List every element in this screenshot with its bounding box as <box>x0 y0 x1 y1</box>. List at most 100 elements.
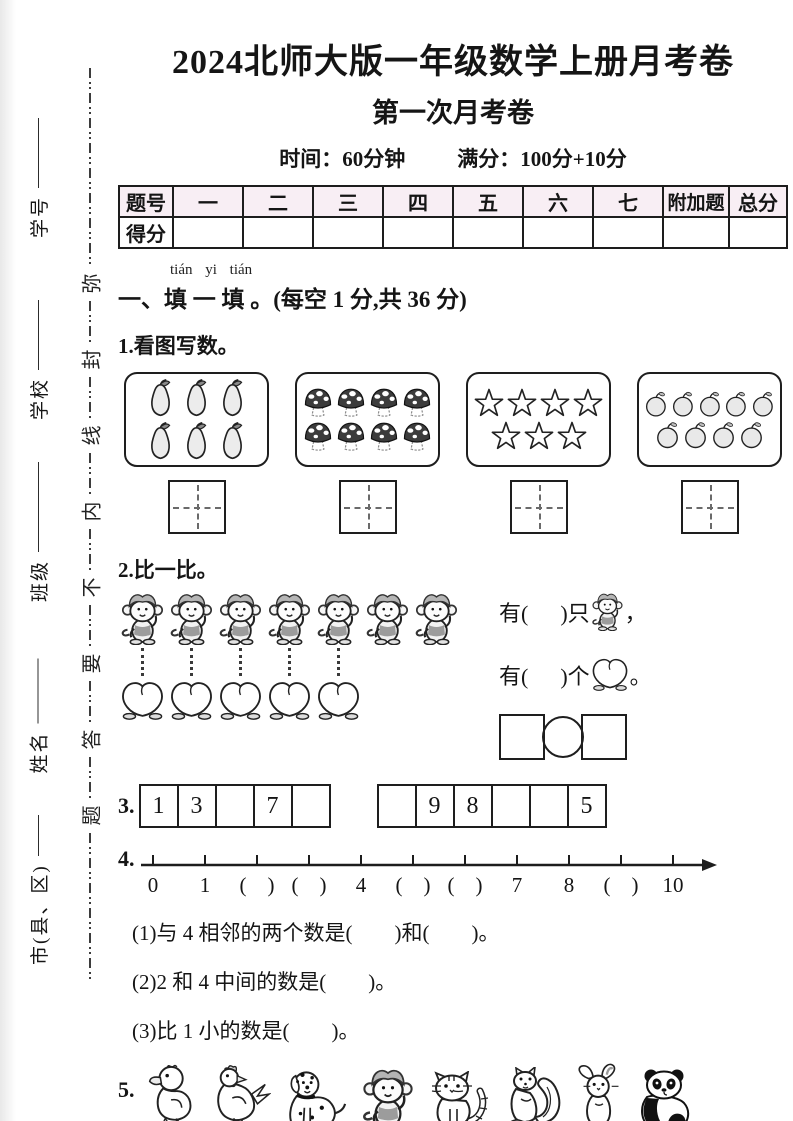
number-cell: 5 <box>566 784 607 828</box>
sidebar-field-label: 班级 <box>29 559 51 602</box>
writing-grid <box>167 480 226 534</box>
tick-label: ( ) <box>603 873 638 897</box>
fruit-row <box>302 387 433 418</box>
q1-column-mushroom <box>295 372 440 534</box>
cat-icon <box>426 1071 492 1121</box>
pear-box <box>124 372 269 467</box>
seal-char: 答 <box>81 729 104 750</box>
score-blank-cell <box>662 216 730 249</box>
q1-label: 1.看图写数。 <box>118 334 239 358</box>
pear-icon <box>144 378 177 418</box>
score-row-label: 得分 <box>118 216 174 249</box>
q2-block: 有()只 ， 有()个 。 <box>118 592 788 760</box>
answer-square-left <box>499 714 545 760</box>
q4-sub-2: (2)2 和 4 中间的数是( )。 <box>132 970 397 994</box>
monkey-icon <box>218 592 263 645</box>
match-cell <box>216 645 265 680</box>
seal-dash <box>88 301 92 342</box>
star-box <box>466 372 611 467</box>
time-label: 时间：60分钟 <box>279 147 406 171</box>
tick-label: 7 <box>511 873 522 897</box>
seal-dash <box>88 833 92 983</box>
monkey-icon <box>267 592 312 645</box>
number-cell: 1 <box>138 784 179 828</box>
sidebar-field-1: 学校 <box>25 300 51 420</box>
star-icon <box>474 388 504 418</box>
seal-dash <box>88 681 92 722</box>
score-header-cell: 五 <box>452 185 524 218</box>
peach-cell <box>314 680 363 721</box>
fruit-row <box>131 421 262 461</box>
match-dots <box>239 648 242 676</box>
orange-icon <box>655 421 680 449</box>
mushroom-icon <box>369 421 399 452</box>
tick-label: 1 <box>199 873 210 897</box>
seal-dash <box>88 757 92 798</box>
q5-label: 5. <box>118 1077 135 1102</box>
seal-dash <box>88 453 92 494</box>
orange-icon <box>671 390 695 418</box>
tick-label: ( ) <box>395 873 430 897</box>
monkey-icon <box>316 592 361 645</box>
score-header-cell: 六 <box>522 185 594 218</box>
mushroom-icon <box>336 421 366 452</box>
dog-icon <box>282 1069 350 1121</box>
q4-label: 4. <box>118 846 135 871</box>
q1-column-star <box>466 372 611 534</box>
peach-cell <box>118 680 167 721</box>
q2-line1-pre: 有( <box>499 600 529 626</box>
monkey-row <box>118 592 483 645</box>
match-dots <box>337 648 340 676</box>
star-icon <box>557 421 587 451</box>
score-blank-cell <box>382 216 454 249</box>
writing-grid <box>338 480 397 534</box>
seal-char: 线 <box>81 425 104 446</box>
q4-sub-3: (3)比 1 小的数是( )。 <box>132 1019 360 1043</box>
rabbit-icon <box>576 1063 626 1121</box>
peach-icon <box>169 680 214 721</box>
chicken-icon <box>211 1065 271 1121</box>
seal-dash <box>88 605 92 646</box>
seal-dash <box>88 68 92 266</box>
number-cell <box>490 784 531 828</box>
mushroom-icon <box>369 387 399 418</box>
mushroom-icon <box>336 387 366 418</box>
q2-compare-shapes <box>499 714 788 760</box>
writing-grid <box>509 480 568 534</box>
pear-icon <box>216 421 249 461</box>
seal-dash <box>88 377 92 418</box>
peach-icon <box>267 680 312 721</box>
star-icon <box>524 421 554 451</box>
score-header-cell: 题号 <box>118 185 174 218</box>
sidebar-field-4: 市(县、区) <box>25 815 51 965</box>
panda-icon <box>637 1069 695 1121</box>
mushroom-icon <box>303 387 333 418</box>
score-blank-cell <box>592 216 664 249</box>
monkey-icon <box>361 1067 415 1121</box>
star-icon <box>507 388 537 418</box>
seal-char: 题 <box>81 805 104 826</box>
tick-label: 0 <box>147 873 158 897</box>
q4-sub-1: (1)与 4 相邻的两个数是( )和( )。 <box>132 921 500 945</box>
score-blank-cell <box>172 216 244 249</box>
fruit-row <box>131 378 262 418</box>
monkey-icon <box>591 592 624 631</box>
number-cell <box>214 784 255 828</box>
pear-icon <box>180 421 213 461</box>
q1-column-orange <box>637 372 782 534</box>
tick-label: ( ) <box>291 873 326 897</box>
score-header-cell: 二 <box>242 185 314 218</box>
match-cell <box>265 645 314 680</box>
orange-icon <box>683 421 708 449</box>
tick-label: 8 <box>563 873 574 897</box>
sidebar-field-2: 班级 <box>25 462 51 602</box>
number-cell: 8 <box>452 784 493 828</box>
star-icon <box>573 388 603 418</box>
number-cell <box>290 784 331 828</box>
q2-line2-pre: 有( <box>499 663 529 689</box>
seal-dash <box>88 529 92 570</box>
sidebar-field-label: 市(县、区) <box>29 864 51 965</box>
